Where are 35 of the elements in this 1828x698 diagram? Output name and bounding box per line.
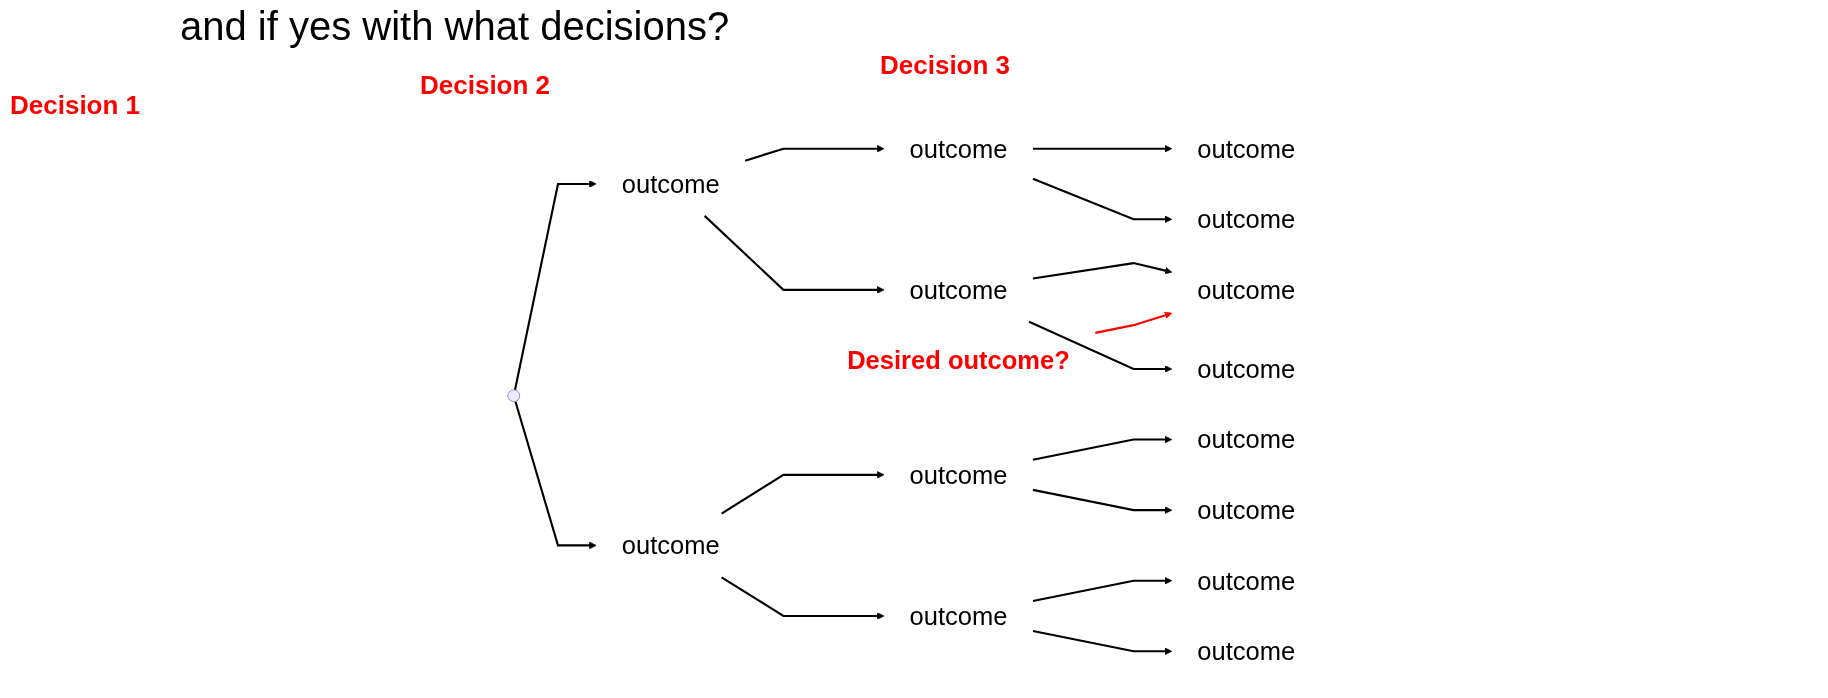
node-text: outcome bbox=[1197, 134, 1295, 163]
arrow bbox=[744, 144, 885, 162]
arrow bbox=[1094, 311, 1172, 334]
arrow bbox=[1028, 320, 1172, 373]
arrow bbox=[1032, 577, 1172, 603]
column-heading: Decision 1 bbox=[10, 90, 141, 121]
arrow bbox=[513, 180, 597, 391]
arrow bbox=[703, 215, 885, 294]
node-text: outcome bbox=[1197, 275, 1295, 304]
column-heading: Decision 2 bbox=[420, 70, 551, 101]
node-text: outcome bbox=[1197, 205, 1295, 234]
arrow bbox=[1032, 262, 1172, 280]
column-heading: Decision 3 bbox=[880, 50, 1011, 81]
arrow bbox=[720, 576, 885, 620]
arrow bbox=[1032, 435, 1172, 461]
node-text: outcome bbox=[909, 460, 1008, 489]
arrow bbox=[1032, 144, 1172, 153]
node-text: outcome bbox=[1197, 425, 1295, 454]
node-text: outcome bbox=[1197, 566, 1295, 595]
node-text: outcome bbox=[1197, 496, 1295, 525]
node-point bbox=[507, 389, 520, 403]
node-text: outcome bbox=[909, 275, 1008, 304]
node-text: outcome bbox=[621, 169, 720, 199]
node-text: outcome bbox=[1197, 637, 1295, 666]
node-text: outcome bbox=[909, 134, 1008, 163]
arrow bbox=[720, 471, 885, 515]
arrow bbox=[514, 401, 597, 550]
arrow bbox=[1032, 629, 1172, 656]
arrow bbox=[1032, 177, 1172, 223]
node-text: Desired outcome? bbox=[846, 346, 1070, 375]
node-text: outcome bbox=[621, 531, 720, 560]
node-text: outcome bbox=[1197, 354, 1295, 383]
arrow bbox=[1032, 488, 1172, 514]
title: and if yes with what decisions? bbox=[180, 4, 730, 49]
node-text: outcome bbox=[909, 601, 1008, 631]
